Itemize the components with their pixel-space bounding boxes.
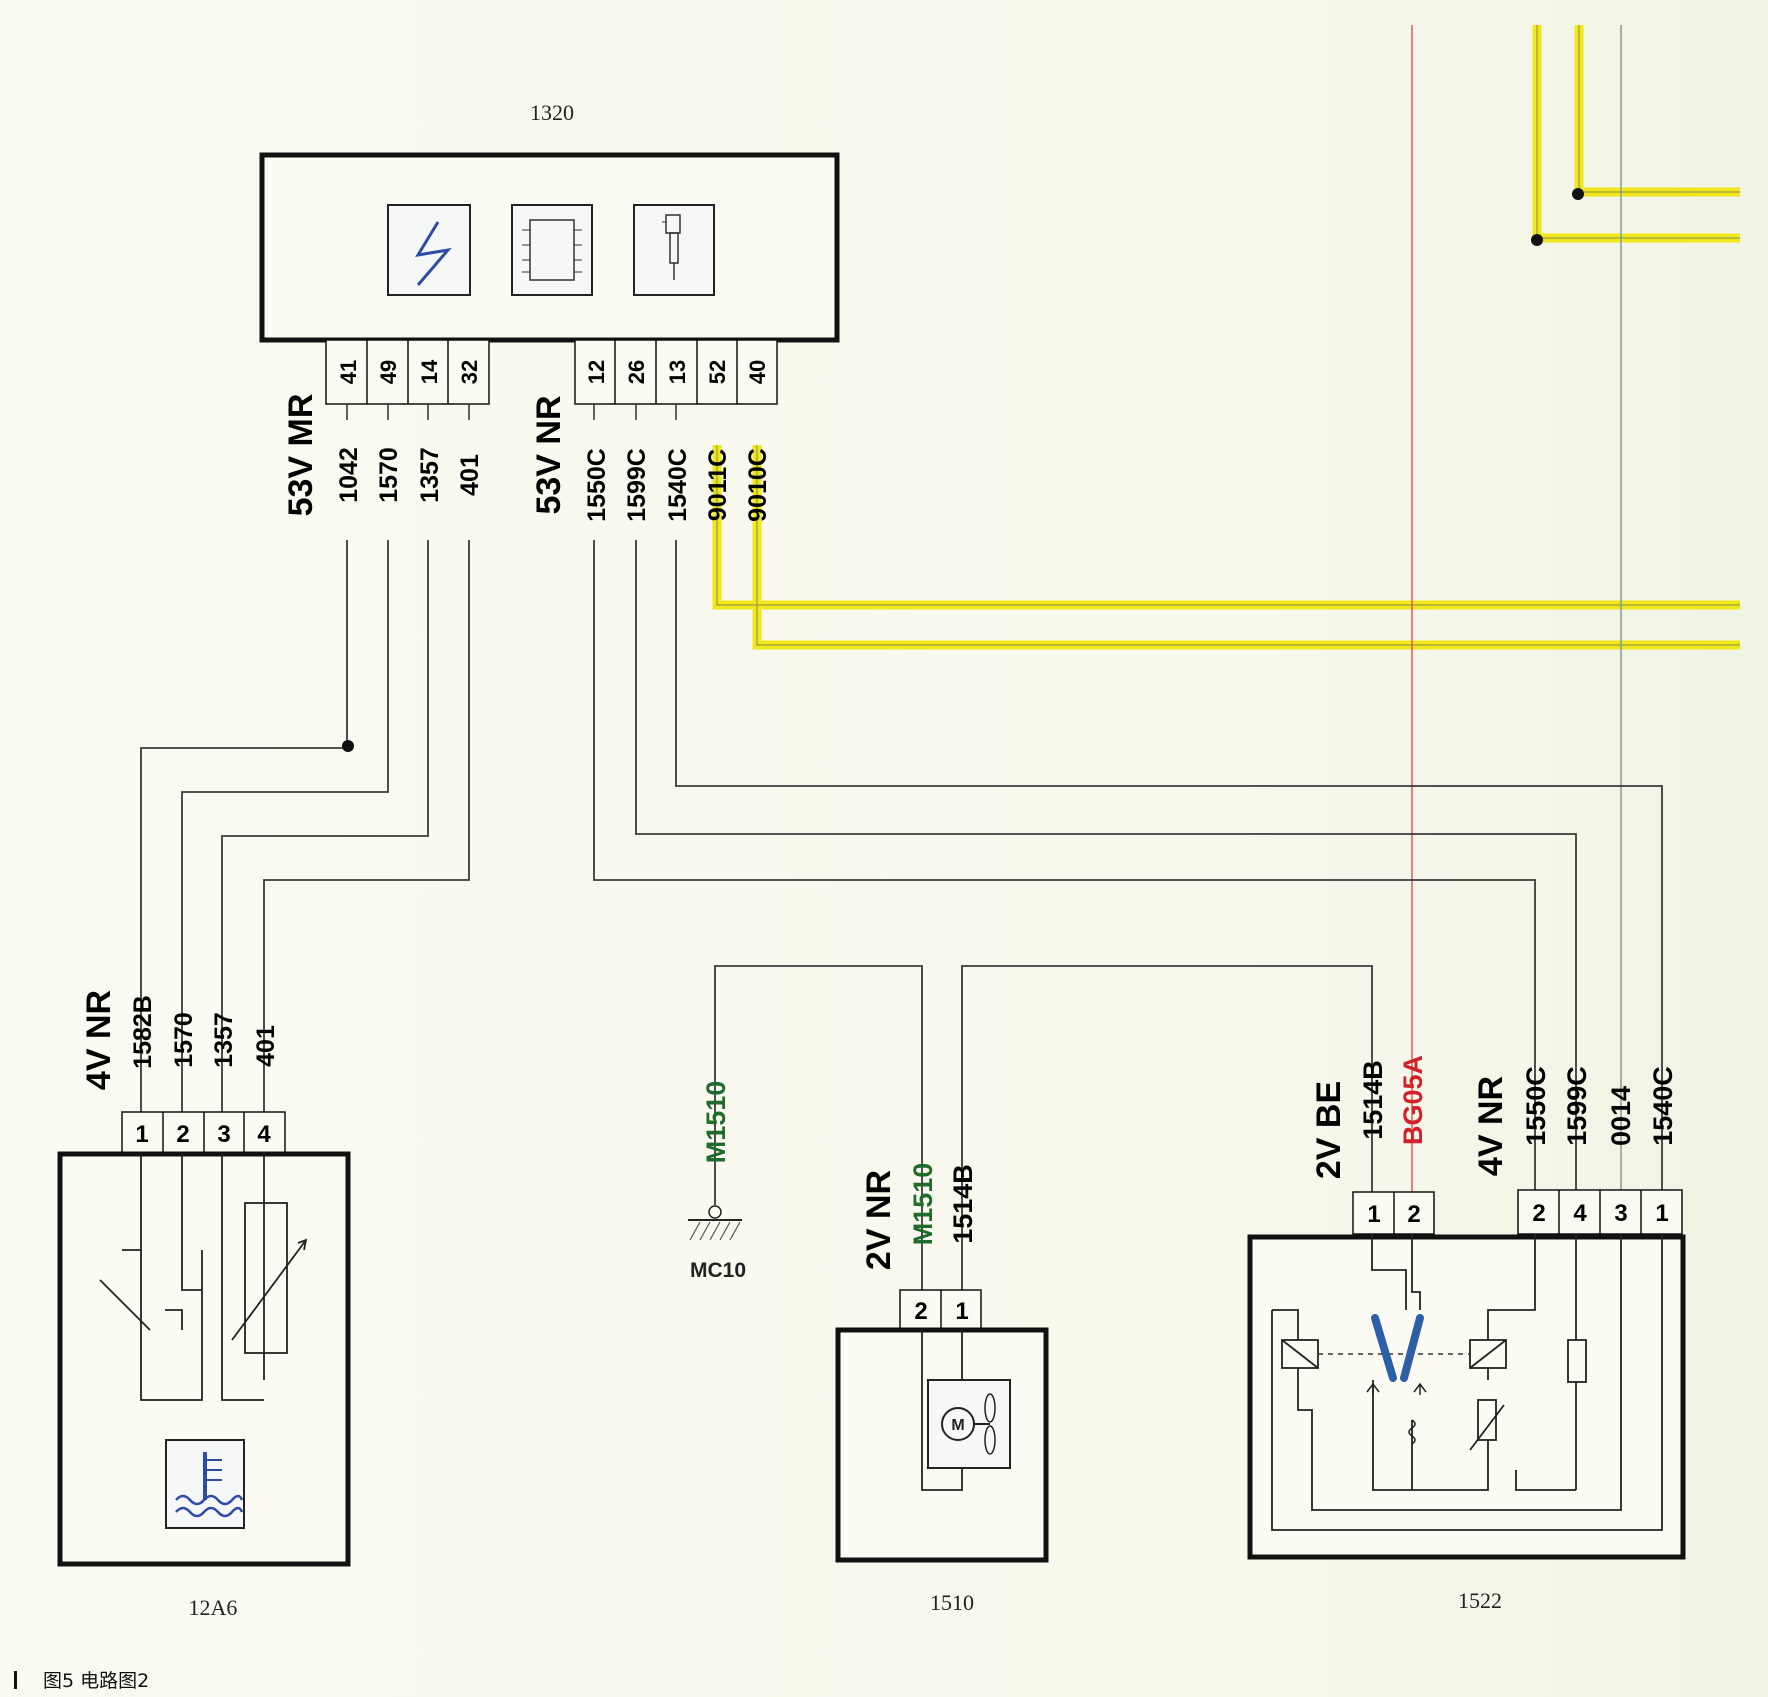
wire-label: 1540C — [664, 448, 692, 522]
wire-label: 9010C — [744, 448, 772, 522]
pin-label: 32 — [457, 360, 482, 384]
ecu-box — [259, 152, 840, 343]
wire-label: M1510 — [908, 1163, 938, 1246]
relay-contacts — [1371, 1314, 1424, 1382]
pin-label: 41 — [336, 360, 361, 384]
pin-label: 26 — [624, 360, 649, 384]
temperature-icon — [165, 1439, 245, 1529]
relay-id: 1522 — [1458, 1588, 1502, 1613]
pin-label: 52 — [705, 360, 730, 384]
pin-label: 40 — [745, 360, 770, 384]
pin-label: 3 — [1614, 1200, 1627, 1227]
wire-label: 401 — [252, 1025, 280, 1067]
pin-label: 1 — [955, 1298, 968, 1325]
sensor-id: 12A6 — [189, 1595, 238, 1620]
ecu-left-connector: 41 49 14 32 53V MR 1042 1570 1357 401 — [282, 339, 490, 517]
pin-label: 13 — [665, 360, 690, 384]
wire-label: 1599C — [1562, 1066, 1592, 1146]
caption-text: 图5 电路图2 — [43, 1670, 150, 1692]
pin-label: 1 — [1655, 1200, 1668, 1227]
injector-icon — [633, 204, 715, 296]
coolant-sensor-box — [57, 1151, 351, 1567]
relay-connector-a: 2V BE 1514B BG05A 1 2 — [1310, 1055, 1435, 1235]
pin-label: 2 — [914, 1298, 927, 1325]
relay-box — [1247, 1234, 1686, 1560]
ecu-id: 1320 — [530, 100, 574, 125]
sensor-connector: 4V NR 1582B 1570 1357 401 1 2 3 4 — [80, 990, 286, 1155]
wire-label: 1042 — [335, 447, 363, 503]
pin-label: 12 — [584, 360, 609, 384]
ecu-right-connector: 12 26 13 52 40 53V NR 1550C 1599C 1540C … — [530, 339, 778, 522]
connector-label: 2V NR — [860, 1170, 898, 1270]
wire-label: 1514B — [948, 1164, 978, 1244]
wire-label: 1357 — [416, 447, 444, 503]
pin-label: 4 — [257, 1121, 271, 1148]
wire-label: 1540C — [1648, 1066, 1678, 1146]
relay-connector-b: 4V NR 1550C 1599C 0014 1540C 2 4 3 1 — [1472, 1066, 1683, 1235]
connector-label: 4V NR — [1472, 1076, 1510, 1176]
fan-id: 1510 — [930, 1590, 974, 1615]
connector-label: 4V NR — [80, 990, 118, 1090]
wire-label: 1357 — [210, 1012, 238, 1068]
lightning-icon — [387, 204, 471, 296]
wire-label: BG05A — [1398, 1055, 1428, 1145]
connector-label: 53V MR — [282, 394, 320, 517]
pin-label: 1 — [135, 1121, 148, 1148]
pin-label: 2 — [176, 1121, 189, 1148]
ground-point: M1510 MC10 — [688, 1081, 746, 1282]
wire-label: 1514B — [1358, 1060, 1388, 1140]
wire-label: 401 — [456, 454, 484, 496]
wire-label: 0014 — [1606, 1086, 1636, 1146]
connector-label: 53V NR — [530, 395, 568, 514]
fan-connector: 2V NR M1510 1514B 2 1 — [860, 1163, 982, 1331]
caption-bar — [14, 1670, 17, 1689]
wire-label: 1599C — [623, 448, 651, 522]
pin-label: 2 — [1532, 1200, 1545, 1227]
connector-label: 2V BE — [1310, 1081, 1348, 1179]
pin-label: 14 — [417, 359, 442, 384]
wire-label: 1570 — [170, 1012, 198, 1068]
wire-label: 9011C — [704, 449, 732, 521]
wire-label: 1550C — [583, 448, 611, 522]
pin-label: 3 — [217, 1121, 230, 1148]
pin-label: 2 — [1407, 1201, 1420, 1228]
figure-caption: 图5 电路图2 — [14, 1666, 149, 1693]
wires — [140, 540, 1663, 1290]
pin-label: 4 — [1573, 1200, 1587, 1227]
pin-label: 49 — [376, 360, 401, 384]
wire-label: 1550C — [1521, 1066, 1551, 1146]
wire-label: 1570 — [375, 447, 403, 503]
fan-motor-icon: M — [927, 1379, 1011, 1469]
fan-box: M — [835, 1327, 1049, 1563]
wire-label: 1582B — [129, 995, 157, 1069]
svg-text:M: M — [951, 1417, 964, 1434]
ground-label: MC10 — [690, 1259, 746, 1282]
wire-label: M1510 — [701, 1081, 731, 1164]
chip-icon — [511, 204, 593, 296]
pin-label: 1 — [1367, 1201, 1380, 1228]
